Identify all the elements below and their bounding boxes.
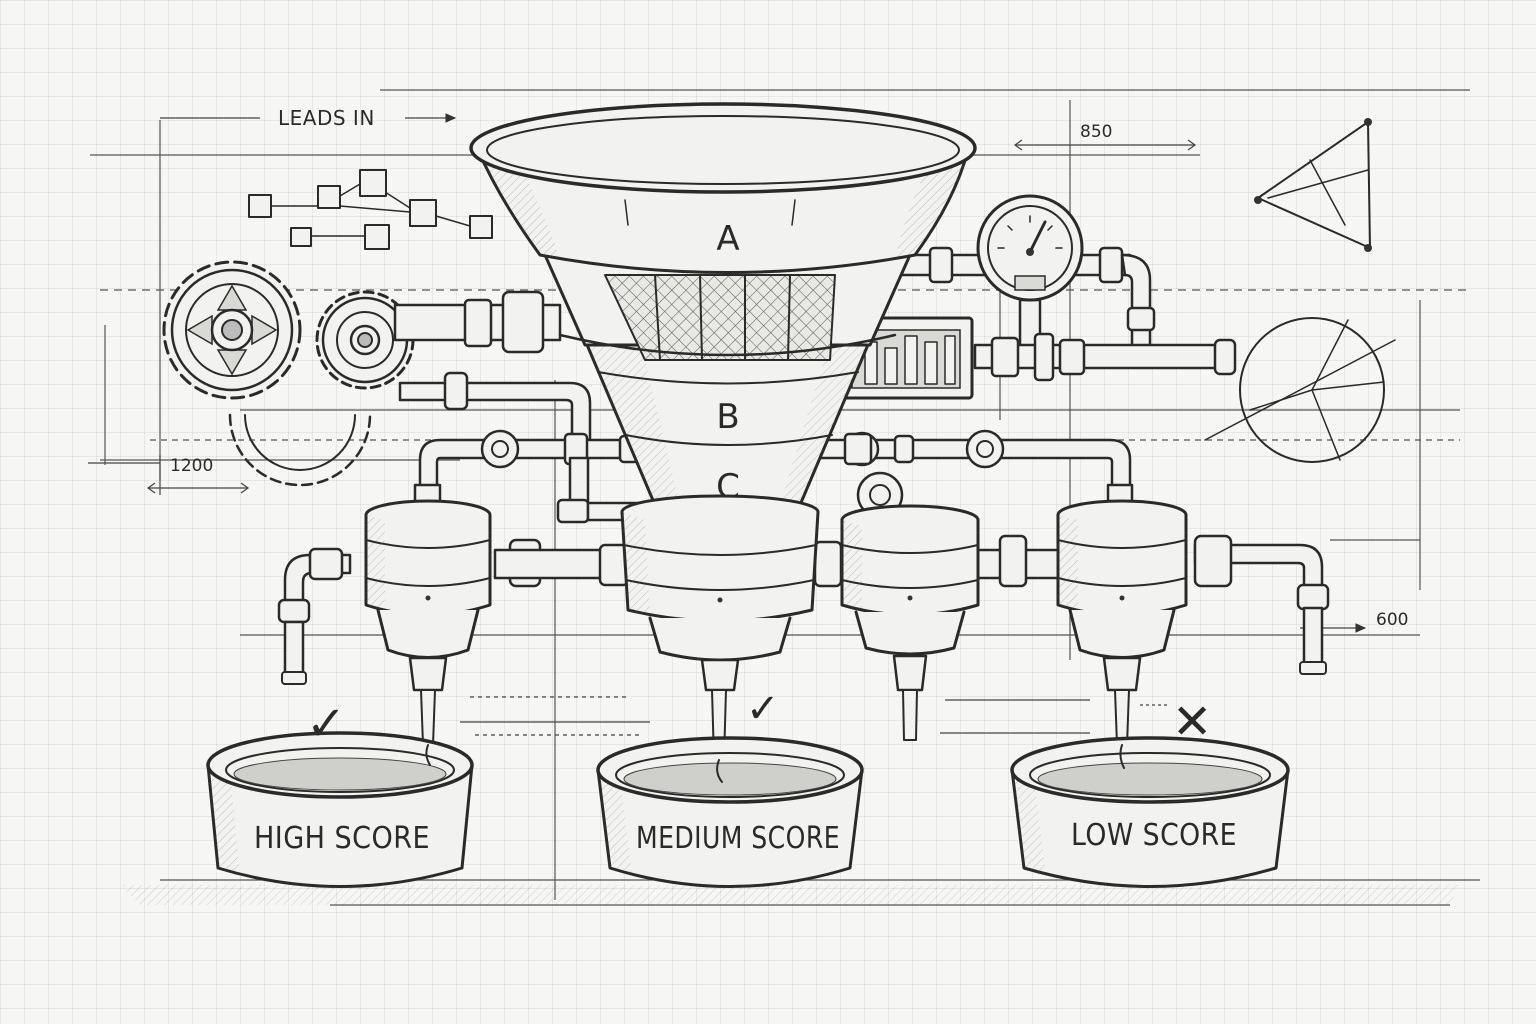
leads-in-annotation: LEADS IN bbox=[160, 106, 457, 130]
large-gear-icon bbox=[162, 260, 302, 400]
rear-gear-icon bbox=[228, 413, 372, 487]
leads-in-label: LEADS IN bbox=[278, 106, 375, 130]
blueprint-dimension-lines bbox=[90, 89, 1480, 906]
flow-streams bbox=[425, 744, 1125, 783]
medium-score-check-icon: ✓ bbox=[746, 686, 780, 732]
pressure-gauge bbox=[878, 194, 1156, 362]
low-score-label: LOW SCORE bbox=[1071, 818, 1237, 853]
dimension-600-label: 600 bbox=[1376, 610, 1408, 630]
flow-arrows bbox=[460, 696, 1170, 736]
filter-canister-4 bbox=[1056, 483, 1188, 746]
outlet-pipe-right bbox=[973, 332, 1237, 382]
lead-funnel: A B C bbox=[469, 102, 977, 507]
score-bin-high: HIGH SCORE bbox=[206, 731, 474, 888]
triangle-sketch-icon bbox=[1254, 118, 1372, 252]
score-bin-medium: MEDIUM SCORE bbox=[596, 736, 864, 888]
ground-hatching bbox=[120, 885, 1460, 905]
small-gear-icon bbox=[315, 290, 415, 390]
low-score-cross-icon: ✕ bbox=[1172, 694, 1212, 750]
score-bin-low: LOW SCORE bbox=[1010, 736, 1290, 888]
high-score-check-icon: ✓ bbox=[306, 696, 346, 752]
dimension-1200: 1200 bbox=[88, 455, 250, 495]
canister-side-pipes bbox=[277, 534, 1330, 685]
pie-sketch-icon bbox=[1204, 317, 1396, 463]
stage-b-label: B bbox=[716, 397, 739, 437]
filter-canister-2 bbox=[620, 494, 820, 761]
high-score-label: HIGH SCORE bbox=[254, 821, 430, 856]
input-pipes bbox=[393, 290, 592, 442]
filter-canister-1 bbox=[364, 483, 492, 746]
stage-a-label: A bbox=[716, 219, 739, 259]
medium-score-label: MEDIUM SCORE bbox=[636, 821, 840, 856]
filter-canister-3 bbox=[840, 504, 980, 741]
lead-node-network bbox=[248, 169, 493, 250]
dimension-850: 850 bbox=[1013, 122, 1197, 151]
dimension-850-label: 850 bbox=[1080, 122, 1112, 142]
dimension-1200-label: 1200 bbox=[170, 456, 213, 476]
